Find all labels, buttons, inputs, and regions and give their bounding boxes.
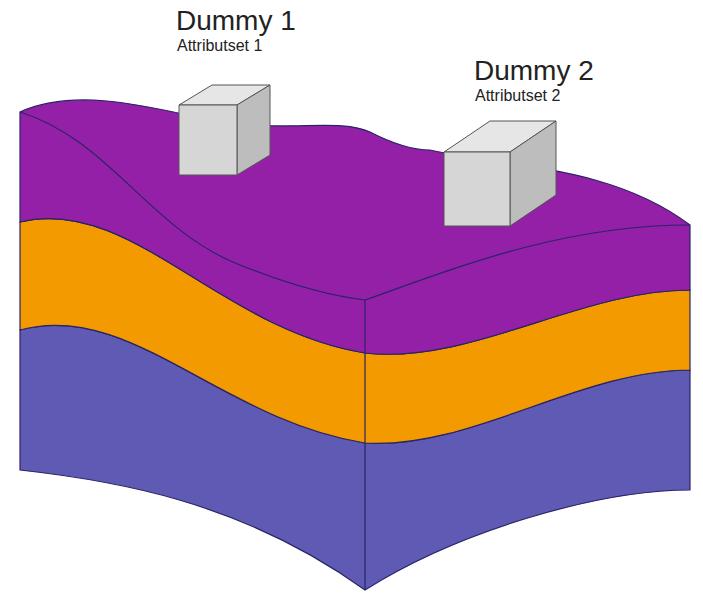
top-layer — [20, 100, 690, 354]
cube-face — [510, 121, 556, 226]
cube-face — [179, 105, 237, 175]
cube-face — [444, 152, 510, 226]
attribute-set: Attributset 1 — [177, 36, 296, 55]
attribute-set: Attributset 2 — [475, 86, 594, 105]
object-name: Dummy 1 — [176, 6, 296, 36]
dummy-cube — [178, 84, 273, 178]
cube-face — [237, 85, 270, 175]
object-name: Dummy 2 — [474, 56, 594, 86]
front-right-edge — [365, 225, 690, 300]
front-corner-edge — [364, 300, 365, 590]
dummy-cube — [443, 120, 559, 229]
dummy-object: Dummy 1Attributset 1 — [176, 6, 296, 55]
dummy-object: Dummy 2Attributset 2 — [474, 56, 594, 105]
